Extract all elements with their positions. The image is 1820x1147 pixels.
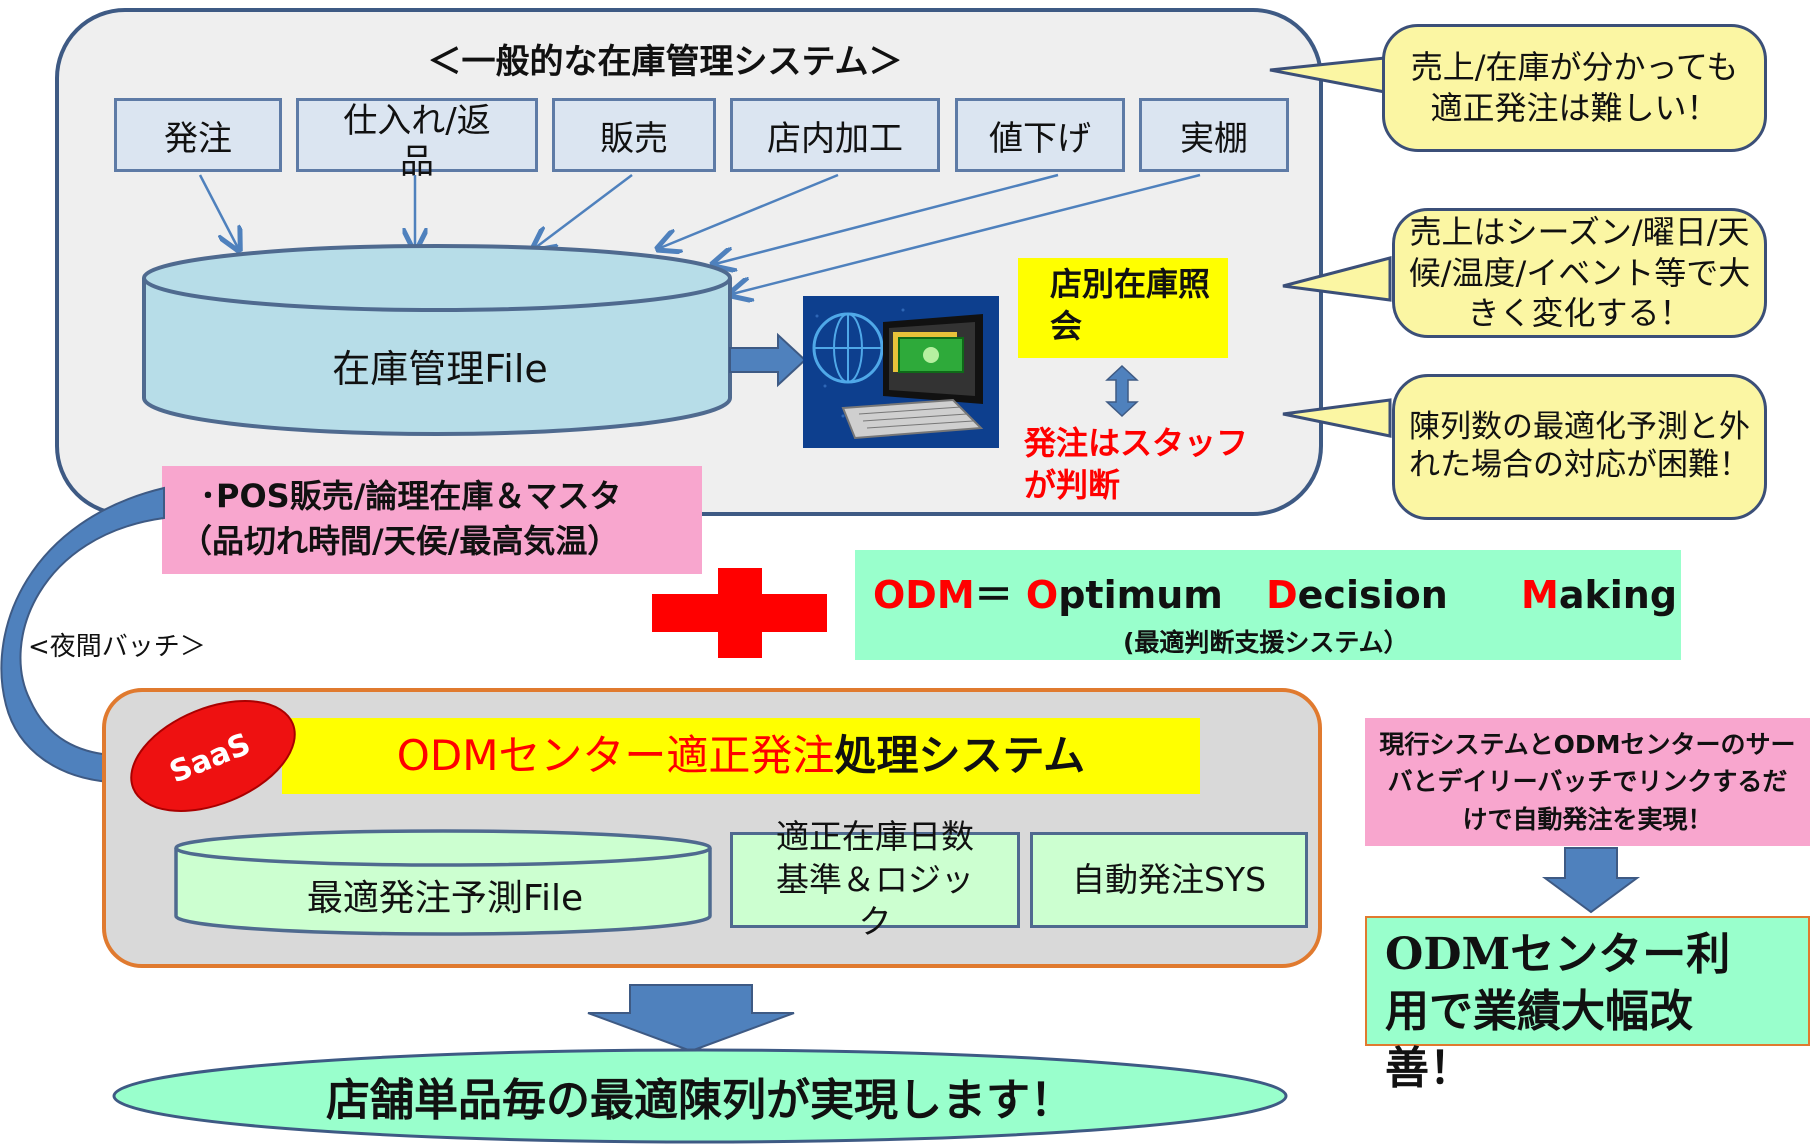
input-box-order: 発注 xyxy=(114,98,282,172)
performance-improvement-text: ODMセンター利用で業績大幅改善！ xyxy=(1385,929,1731,1095)
store-inventory-inquiry-label: 店別在庫照会 xyxy=(1018,258,1228,358)
speech-bubble-hard-to-order: 売上/在庫が分かっても適正発注は難しい！ xyxy=(1382,24,1767,152)
odm-m-rest: aking xyxy=(1558,573,1678,617)
input-box-in-store-processing: 店内加工 xyxy=(730,98,940,172)
input-box-stocktake: 実棚 xyxy=(1139,98,1289,172)
odm-definition-box: ODM＝ Optimum Decision Making (最適判断支援システム… xyxy=(855,550,1681,660)
odm-o-rest: ptimum xyxy=(1058,573,1223,617)
pos-data-line1: ･POS販売/論理在庫＆マスタ xyxy=(200,477,622,515)
small-down-arrow xyxy=(1541,847,1641,914)
inventory-logic-box: 適正在庫日数基準＆ロジック xyxy=(730,817,1020,941)
speech-bubble-display-optimization: 陳列数の最適化予測と外れた場合の対応が困難！ xyxy=(1392,374,1767,520)
forecast-file-database xyxy=(174,829,712,936)
pos-data-line2: （品切れ時間/天侯/最高気温） xyxy=(180,521,620,560)
down-block-arrow xyxy=(587,984,795,1053)
staff-decides-note: 発注はスタッフが判断 xyxy=(1024,424,1249,504)
inventory-system-title: ＜一般的な在庫管理システム＞ xyxy=(427,42,903,82)
conclusion-text: 店舗単品毎の最適陳列が実現します！ xyxy=(326,1075,1074,1126)
odm-o-letter: O xyxy=(1025,573,1059,617)
red-plus-icon xyxy=(652,568,827,658)
speech-bubble-sales-variation: 売上はシーズン/曜日/天候/温度/イベント等で大きく変化する！ xyxy=(1392,208,1767,338)
auto-order-system-box: 自動発注SYS xyxy=(1030,832,1308,928)
input-box-markdown: 値下げ xyxy=(955,98,1125,172)
link-auto-order-note: 現行システムとODMセンターのサーバとデイリーバッチでリンクするだけで自動発注を… xyxy=(1365,718,1810,846)
odm-subtitle: (最適判断支援システム） xyxy=(1123,628,1409,657)
odm-center-title-black: 処理システム xyxy=(834,730,1086,780)
inventory-file-database xyxy=(142,244,732,436)
pos-data-box: ･POS販売/論理在庫＆マスタ （品切れ時間/天侯/最高気温） xyxy=(162,466,702,574)
forecast-file-label: 最適発注予測File xyxy=(306,878,584,919)
nightly-batch-label: <夜間バッチ＞ xyxy=(28,632,206,662)
conclusion-ellipse xyxy=(112,1048,1288,1144)
odm-d-letter: D xyxy=(1266,573,1298,617)
saas-badge xyxy=(130,700,296,812)
odm-center-title-bar: ODMセンター適正発注処理システム xyxy=(282,718,1200,794)
double-vertical-arrow xyxy=(1105,364,1139,418)
input-box-sales: 販売 xyxy=(552,98,716,172)
performance-improvement-box: ODMセンター利用で業績大幅改善！ xyxy=(1365,916,1810,1094)
right-block-arrow xyxy=(729,332,807,388)
odm-m-letter: M xyxy=(1521,573,1559,617)
store-inventory-inquiry-text: 店別在庫照会 xyxy=(1050,265,1211,345)
odm-acronym: ODM xyxy=(873,573,975,617)
database-label: 在庫管理File xyxy=(332,346,548,391)
odm-equals: ＝ xyxy=(974,573,1013,617)
odm-d-rest: ecision xyxy=(1297,573,1448,617)
odm-definition: ODM＝ Optimum Decision Making xyxy=(873,564,1681,619)
odm-center-title-red: ODMセンター適正発注 xyxy=(396,730,835,780)
computer-terminal-icon xyxy=(803,296,999,448)
